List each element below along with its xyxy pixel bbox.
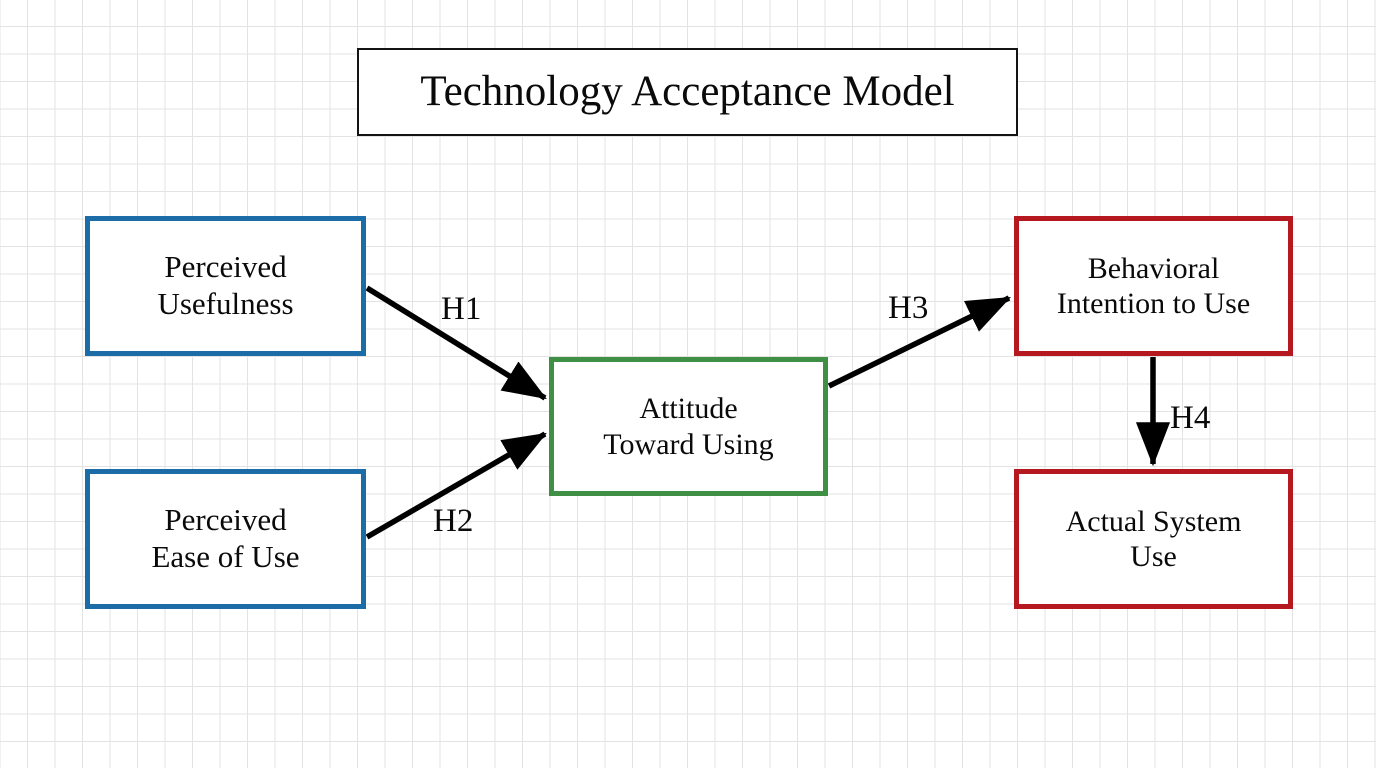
- edge-label-h4: H4: [1170, 400, 1211, 436]
- diagram-title-label: Technology Acceptance Model: [420, 67, 955, 115]
- node-attitude-toward-using-label: Attitude Toward Using: [603, 392, 774, 461]
- node-actual-system-use-label: Actual System Use: [1065, 504, 1242, 573]
- diagram-title-box: Technology Acceptance Model: [357, 48, 1018, 136]
- node-perceived-usefulness[interactable]: Perceived Usefulness: [85, 216, 366, 356]
- edge-label-h2: H2: [433, 503, 474, 539]
- node-perceived-usefulness-label: Perceived Usefulness: [157, 249, 294, 321]
- node-perceived-ease-of-use-label: Perceived Ease of Use: [151, 502, 300, 574]
- edge-label-h3: H3: [888, 290, 929, 326]
- node-behavioral-intention-to-use[interactable]: Behavioral Intention to Use: [1014, 216, 1293, 356]
- node-perceived-ease-of-use[interactable]: Perceived Ease of Use: [85, 469, 366, 609]
- node-attitude-toward-using[interactable]: Attitude Toward Using: [549, 357, 828, 496]
- edge-label-h1: H1: [441, 291, 482, 327]
- node-behavioral-intention-to-use-label: Behavioral Intention to Use: [1056, 251, 1251, 320]
- node-actual-system-use[interactable]: Actual System Use: [1014, 469, 1293, 609]
